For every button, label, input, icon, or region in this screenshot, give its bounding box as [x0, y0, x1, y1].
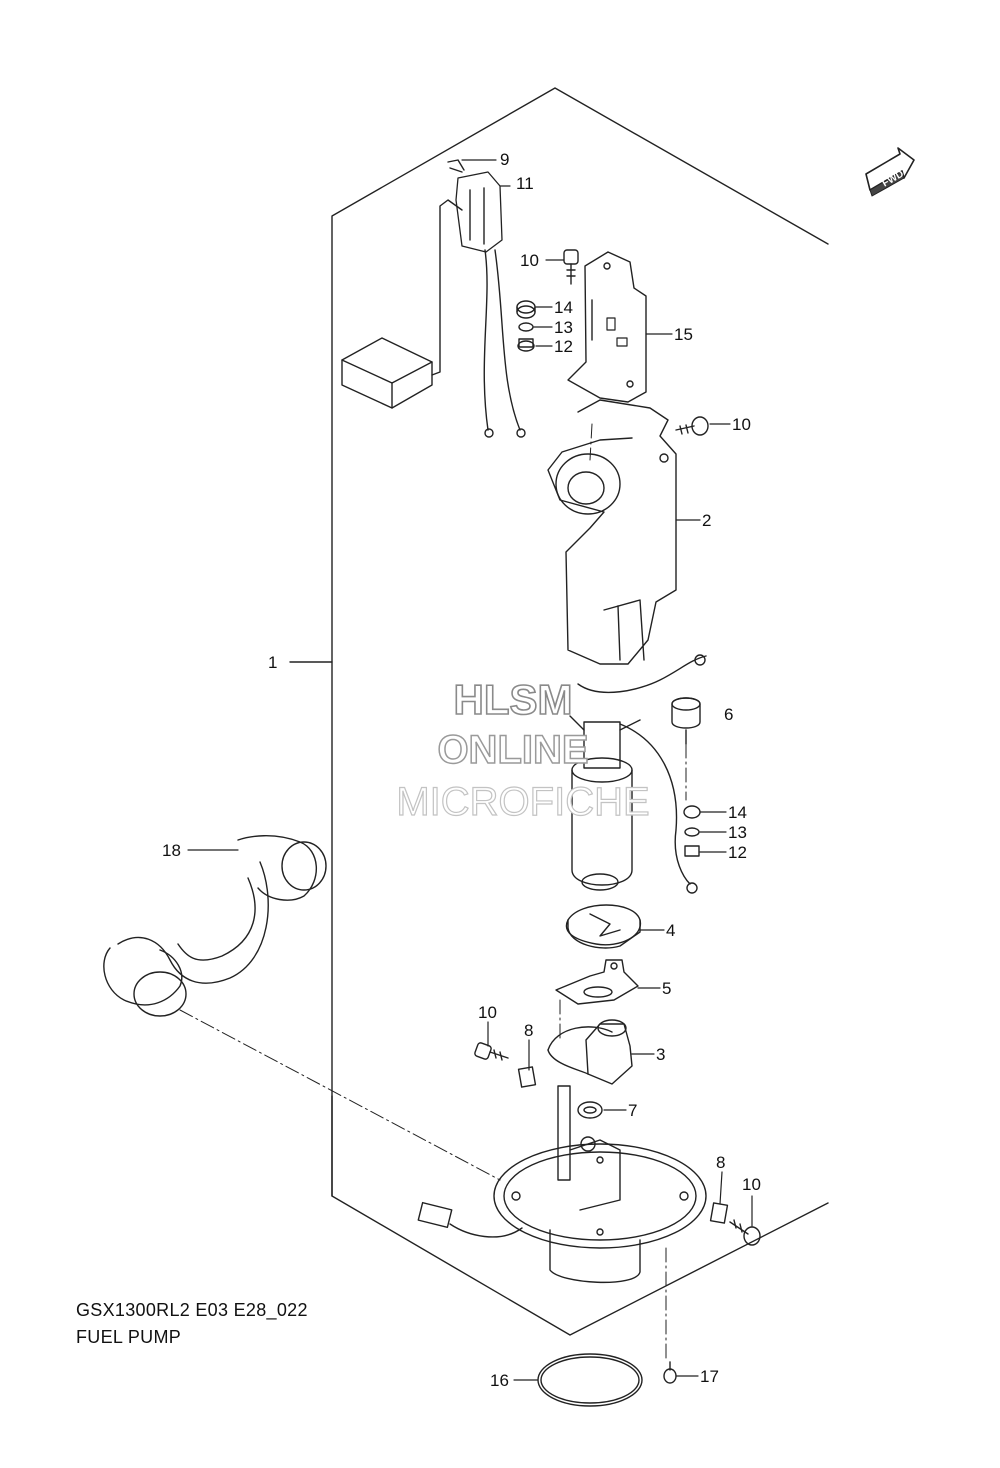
callout-8-right: 8 — [716, 1153, 725, 1172]
callout-10-top: 10 — [520, 251, 539, 270]
assembly-outline — [331, 87, 829, 1336]
gasket-16 — [537, 1353, 643, 1407]
callout-18: 18 — [162, 841, 181, 860]
nut-washer-clip-upper — [516, 300, 536, 352]
diagram-title: FUEL PUMP — [76, 1327, 182, 1347]
callout-numbers: 1 2 3 4 5 6 7 8 8 9 10 10 10 10 11 12 12… — [162, 150, 761, 1390]
rubber-damper — [671, 697, 701, 745]
callout-4: 4 — [666, 921, 675, 940]
diagram-code: GSX1300RL2 E03 E28_022 — [76, 1300, 308, 1320]
spring-plate — [555, 959, 639, 1005]
bolt-17 — [663, 1361, 677, 1384]
callout-1: 1 — [268, 653, 277, 672]
callout-10-lower-right: 10 — [742, 1175, 761, 1194]
fwd-arrow-icon — [865, 147, 915, 197]
callout-6: 6 — [724, 705, 733, 724]
callout-14-lower: 14 — [728, 803, 747, 822]
callout-16: 16 — [490, 1371, 509, 1390]
fuel-filter-cover — [547, 399, 677, 665]
o-ring-7 — [577, 1101, 603, 1119]
screw-10-lower-left — [474, 1042, 537, 1088]
callout-10-right: 10 — [732, 415, 751, 434]
callout-7: 7 — [628, 1101, 637, 1120]
screw-10-top — [563, 249, 579, 285]
callout-12-upper: 12 — [554, 337, 573, 356]
callout-2: 2 — [702, 511, 711, 530]
callout-3: 3 — [656, 1045, 665, 1064]
callout-13-upper: 13 — [554, 318, 573, 337]
leader-lines — [187, 159, 753, 1381]
nut-8-right-and-screw-10 — [709, 1202, 761, 1246]
pump-holder — [565, 904, 642, 949]
fuel-pump-base-plate — [417, 1085, 707, 1284]
callout-10-lower-left: 10 — [478, 1003, 497, 1022]
callout-9: 9 — [500, 150, 509, 169]
callout-5: 5 — [662, 979, 671, 998]
callout-11: 11 — [516, 174, 534, 193]
callout-15: 15 — [674, 325, 693, 344]
callout-13-lower: 13 — [728, 823, 747, 842]
alignment-lines — [179, 423, 687, 1361]
callout-14-upper: 14 — [554, 298, 573, 317]
fuel-pump-motor — [569, 654, 707, 894]
fuel-hose — [103, 835, 327, 1017]
nut-washer-clip-lower — [683, 805, 701, 857]
fuel-pump-bracket — [567, 251, 647, 403]
callout-17: 17 — [700, 1367, 719, 1386]
fuel-level-sender — [341, 159, 526, 438]
pressure-regulator — [547, 1019, 633, 1085]
callout-12-lower: 12 — [728, 843, 747, 862]
callout-8-left: 8 — [524, 1021, 533, 1040]
screw-10-right — [675, 416, 709, 436]
fwd-label: FWD — [881, 169, 906, 190]
